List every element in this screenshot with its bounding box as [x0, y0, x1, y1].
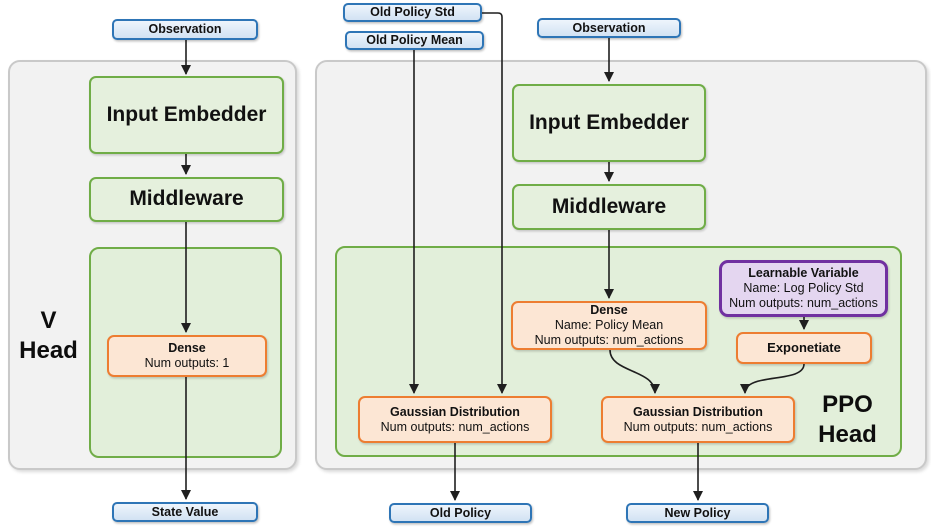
dense-left-outputs: Num outputs: 1 [144, 356, 230, 370]
input-embedder-right-node: Input Embedder [512, 84, 706, 162]
learnable-variable-node: Learnable Variable Name: Log Policy Std … [719, 260, 888, 317]
old-policy-mean-label: Old Policy Mean [366, 33, 463, 48]
new-policy-node: New Policy [626, 503, 769, 523]
v-head-title-line2: Head [19, 337, 78, 364]
state-value-label: State Value [151, 504, 219, 519]
old-policy-std-node: Old Policy Std [343, 3, 482, 22]
input-embedder-right-label: Input Embedder [529, 110, 689, 134]
input-embedder-left-label: Input Embedder [106, 102, 267, 126]
dense-right-name: Name: Policy Mean [554, 318, 664, 333]
observation-left-label: Observation [148, 22, 222, 37]
dense-right-outputs: Num outputs: num_actions [534, 332, 684, 347]
dense-left-title: Dense [168, 341, 206, 356]
dense-right-title: Dense [590, 303, 628, 318]
gaussian-distribution-old-node: Gaussian Distribution Num outputs: num_a… [358, 396, 552, 443]
gaussian-distribution-new-node: Gaussian Distribution Num outputs: num_a… [601, 396, 795, 443]
state-value-node: State Value [112, 502, 258, 522]
observation-right-node: Observation [537, 18, 681, 38]
arrow-exponetiate-to-gaussian-new [740, 363, 805, 394]
v-head-title: V Head [9, 306, 88, 366]
arrow-old-policy-std-to-gaussian [481, 12, 507, 394]
middleware-left-label: Middleware [129, 187, 244, 211]
gaussian-new-title: Gaussian Distribution [633, 404, 763, 419]
old-policy-label: Old Policy [429, 505, 492, 520]
gaussian-new-outputs: Num outputs: num_actions [623, 419, 773, 434]
old-policy-mean-node: Old Policy Mean [345, 31, 484, 50]
middleware-left-node: Middleware [89, 177, 284, 222]
ppo-head-title-line2: Head [818, 421, 877, 448]
old-policy-std-label: Old Policy Std [370, 5, 455, 20]
v-head-title-line1: V [40, 307, 57, 334]
exponetiate-node: Exponetiate [736, 332, 872, 364]
arrow-dense-to-gaussian-new [609, 349, 660, 394]
middleware-right-node: Middleware [512, 184, 706, 230]
observation-left-node: Observation [112, 19, 258, 40]
old-policy-node: Old Policy [389, 503, 532, 523]
learnable-variable-name: Name: Log Policy Std [743, 281, 864, 296]
gaussian-old-outputs: Num outputs: num_actions [380, 419, 530, 434]
observation-right-label: Observation [572, 20, 646, 35]
learnable-variable-title: Learnable Variable [748, 266, 859, 281]
exponetiate-label: Exponetiate [767, 340, 841, 356]
ppo-head-title: PPO Head [800, 390, 895, 450]
new-policy-label: New Policy [664, 505, 731, 520]
gaussian-old-title: Gaussian Distribution [390, 404, 520, 419]
dense-left-node: Dense Num outputs: 1 [107, 335, 267, 377]
ppo-head-title-line1: PPO [822, 391, 873, 418]
middleware-right-label: Middleware [551, 194, 667, 218]
learnable-variable-outputs: Num outputs: num_actions [729, 295, 878, 310]
dense-right-node: Dense Name: Policy Mean Num outputs: num… [511, 301, 707, 350]
input-embedder-left-node: Input Embedder [89, 76, 284, 154]
